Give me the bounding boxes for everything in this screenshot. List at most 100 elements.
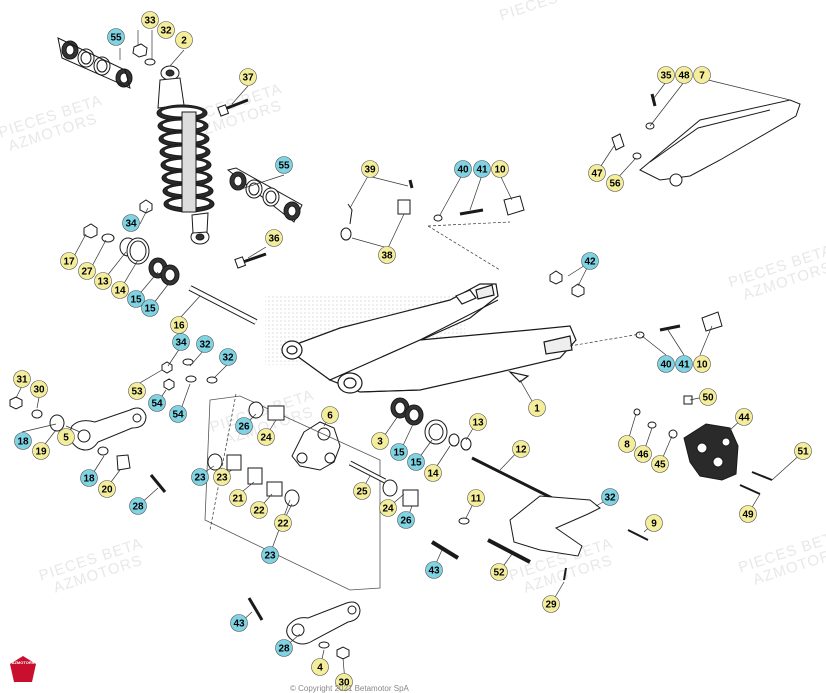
callout-27: 27 [78,262,96,280]
callout-number: 14 [427,469,439,480]
bushing-kit-bottom [226,167,303,223]
callout-56: 56 [606,174,624,192]
callout-bubble [148,394,166,412]
callout-36: 36 [265,229,283,247]
callout-14: 14 [424,464,442,482]
callout-1: 1 [528,399,546,417]
callout-14: 14 [111,281,129,299]
callout-26: 26 [397,511,415,529]
callout-38: 38 [378,246,396,264]
callout-bubble [98,480,116,498]
callout-bubble [239,68,257,86]
callout-number: 41 [678,360,690,371]
callout-41: 41 [473,160,491,178]
azmotors-logo [8,654,38,684]
link-4 [286,601,361,645]
callout-26: 26 [235,417,253,435]
callout-22: 22 [274,514,292,532]
callout-number: 12 [515,445,527,456]
callout-9: 9 [645,514,663,532]
callout-30: 30 [335,673,353,691]
callout-number: 9 [651,519,657,530]
callout-32: 32 [601,488,619,506]
callout-10: 10 [491,160,509,178]
bolts-and-nuts [9,43,773,660]
callout-number: 39 [364,165,376,176]
callout-bubble [693,66,711,84]
callout-bubble [274,514,292,532]
callout-bubble [588,164,606,182]
callout-bubble [311,658,329,676]
callout-number: 16 [173,321,185,332]
callout-23: 23 [213,468,231,486]
callout-bubble [335,673,353,691]
callout-bubble [275,156,293,174]
callout-bubble [191,468,209,486]
callout-8: 8 [618,435,636,453]
callout-number: 18 [83,474,95,485]
callout-50: 50 [699,388,717,406]
callout-bubble [32,442,50,460]
callout-bubble [60,252,78,270]
callout-7: 7 [693,66,711,84]
callout-number: 24 [382,504,394,515]
callout-bubble [80,469,98,487]
callout-45: 45 [651,455,669,473]
callout-number: 21 [232,494,244,505]
callout-37: 37 [239,68,257,86]
callout-number: 31 [16,375,28,386]
callout-number: 30 [338,678,350,689]
callout-13: 13 [94,272,112,290]
callout-bubble [219,348,237,366]
callout-number: 27 [81,267,93,278]
callout-number: 1 [534,404,540,415]
callout-number: 17 [63,257,75,268]
callout-number: 10 [494,165,506,176]
callout-bubble [127,290,145,308]
callout-number: 40 [457,165,469,176]
callout-bubble [390,443,408,461]
shock-absorber-drawing [156,65,215,245]
chain-guard-9 [509,495,601,557]
chain-slider-7 [639,99,801,187]
callout-52: 52 [490,563,508,581]
callout-bubble [601,488,619,506]
callout-bubble [257,428,275,446]
rocker-6 [291,421,341,471]
callout-number: 54 [151,399,163,410]
callout-number: 5 [63,433,69,444]
callout-number: 15 [130,295,142,306]
callout-3: 3 [371,432,389,450]
callout-number: 23 [194,473,206,484]
callout-number: 22 [253,506,265,517]
callout-number: 23 [264,551,276,562]
callout-bubble [651,455,669,473]
callout-31: 31 [13,370,31,388]
callout-number: 32 [160,26,172,37]
footer-copyright: © Copyright 2021 Betamotor SpA [290,684,409,693]
callout-13: 13 [469,413,487,431]
callout-54: 54 [148,394,166,412]
callout-number: 47 [591,169,603,180]
callout-number: 28 [132,502,144,513]
callout-number: 26 [400,516,412,527]
callout-24: 24 [257,428,275,446]
callout-10: 10 [693,355,711,373]
callout-bubble [94,272,112,290]
callout-bubble [157,21,175,39]
callout-number: 46 [637,450,649,461]
callout-bubble [675,66,693,84]
callout-bubble [175,31,193,49]
callout-number: 44 [738,413,750,424]
callout-bubble [250,501,268,519]
callout-number: 56 [609,179,621,190]
callout-number: 55 [110,33,122,44]
callout-number: 32 [222,353,234,364]
callout-44: 44 [735,408,753,426]
callout-22: 22 [250,501,268,519]
callout-number: 34 [175,338,187,349]
callout-number: 29 [545,600,557,611]
callout-number: 40 [660,360,672,371]
callout-bubble [735,408,753,426]
callout-bubble [57,428,75,446]
